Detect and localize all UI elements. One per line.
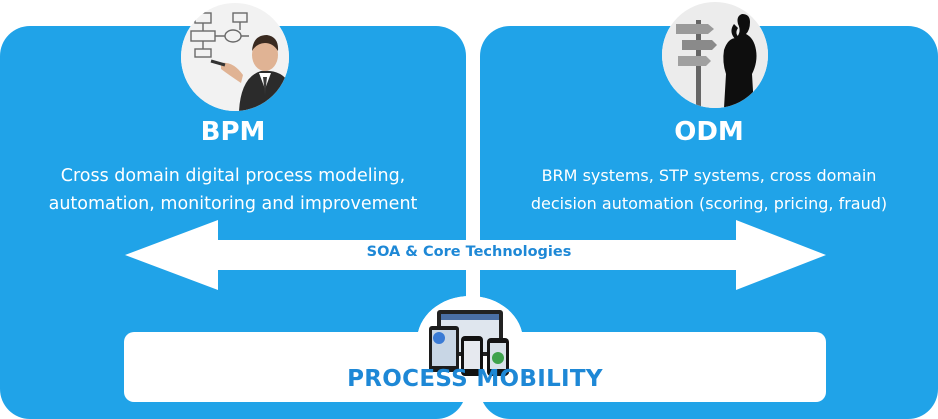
arrow-label: SOA & Core Technologies: [366, 244, 572, 260]
bpm-description: Cross domain digital process modeling, a…: [0, 162, 466, 218]
process-mobility-label: PROCESS MOBILITY: [347, 366, 603, 392]
bpm-description-line-1: Cross domain digital process modeling,: [60, 166, 406, 186]
odm-title: ODM: [674, 117, 744, 147]
bpm-photo-icon: [181, 3, 289, 111]
double-arrow-shape: [125, 220, 826, 290]
bpm-description-line-2: automation, monitoring and improvement: [48, 194, 418, 214]
odm-description-line-2: decision automation (scoring, pricing, f…: [530, 194, 888, 213]
odm-description: BRM systems, STP systems, cross domain d…: [480, 162, 938, 218]
bpm-title: BPM: [200, 117, 266, 147]
odm-description-line-1: BRM systems, STP systems, cross domain: [541, 166, 877, 185]
odm-photo-icon: [662, 2, 768, 108]
mobile-devices-icon: [417, 296, 523, 386]
